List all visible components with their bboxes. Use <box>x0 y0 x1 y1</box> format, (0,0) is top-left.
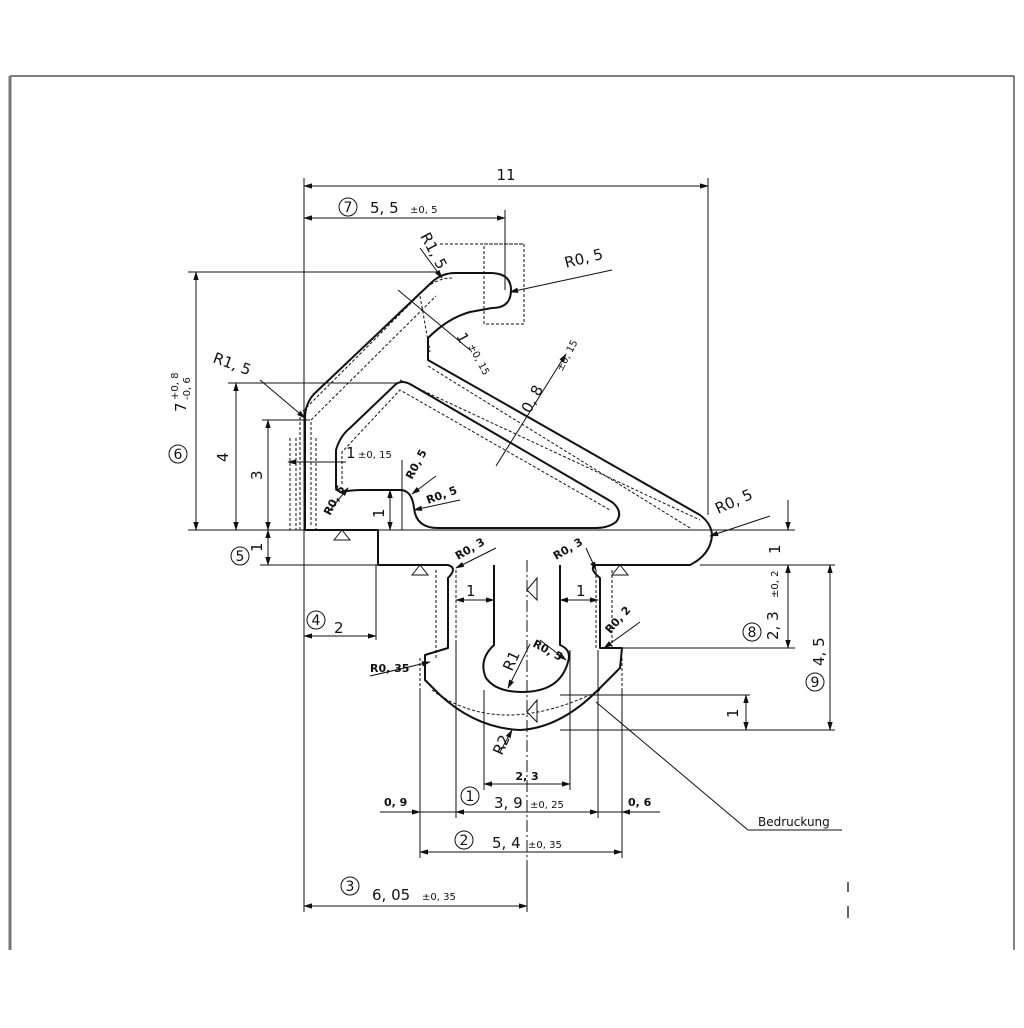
dim-8-value: 2, 3 <box>764 611 782 640</box>
reference-circles <box>168 197 825 896</box>
dim-2-tol: ±0, 35 <box>528 840 562 851</box>
radius-top-right: R0, 5 <box>563 245 605 272</box>
tolerance-dashes <box>289 243 701 716</box>
note-print: Bedruckung <box>758 815 830 829</box>
dim-7-value: 5, 5 <box>370 199 399 217</box>
dim-8-tol: ±0, 2 <box>770 571 781 598</box>
radius-outer-left: R1, 5 <box>211 349 254 379</box>
dim-1-tol: ±0, 25 <box>530 800 564 811</box>
ref-8: 8 <box>748 625 757 641</box>
dim-2-value: 5, 4 <box>492 834 521 852</box>
dim-slot-right-1: 1 <box>576 582 586 600</box>
dim-3-value: 6, 05 <box>372 886 410 904</box>
radius-leg-right: R0, 2 <box>603 604 634 636</box>
dim-right-1: 1 <box>766 544 784 554</box>
ref-5: 5 <box>236 549 245 565</box>
dim-6-tol-upper: +0, 8 <box>170 373 181 400</box>
dim-bulb-1: 1 <box>724 708 742 718</box>
dim-5-value: 1 <box>248 542 266 552</box>
dim-small-1: 1 <box>370 508 388 518</box>
dim-1-value: 3, 9 <box>494 794 523 812</box>
radius-root-right: R0, 3 <box>551 535 585 562</box>
radius-leg-left: R0, 35 <box>370 662 409 675</box>
wall-08-tol: ±0, 15 <box>555 338 581 373</box>
wall-1-inner-tol: ±0, 15 <box>358 450 392 461</box>
radius-inner-c: R0, 5 <box>425 484 459 507</box>
dim-slot-left-1: 1 <box>466 582 476 600</box>
dim-9-value: 4, 5 <box>810 637 828 666</box>
radius-root-left: R0, 3 <box>453 535 487 562</box>
radius-inner-b: R0, 5 <box>403 447 429 481</box>
dim-height-3: 3 <box>248 470 266 480</box>
ref-2: 2 <box>460 833 469 849</box>
wall-1-tol: ±0, 15 <box>465 342 491 377</box>
radius-bulb-bottom: R2 <box>489 732 514 758</box>
dim-4-value: 2 <box>334 619 344 637</box>
dim-23: 2, 3 <box>515 770 538 783</box>
ref-4: 4 <box>312 613 321 629</box>
radius-right-foot: R0, 5 <box>712 485 755 517</box>
wall-1-inner-value: 1 <box>346 444 356 462</box>
dim-06: 0, 6 <box>628 796 652 809</box>
wall-08-value: 0, 8 <box>518 382 547 416</box>
dim-overall-width: 11 <box>496 166 515 184</box>
dim-09: 0, 9 <box>384 796 407 809</box>
dim-7-tol: ±0, 5 <box>410 205 437 216</box>
dim-height-4: 4 <box>214 452 232 462</box>
ref-1: 1 <box>466 789 475 805</box>
ref-7: 7 <box>344 200 353 216</box>
radius-bulb-inner: R1 <box>499 648 524 674</box>
extension-lines <box>188 178 835 912</box>
radius-inner-a: R0, 5 <box>321 483 347 517</box>
ref-9: 9 <box>811 675 820 691</box>
drawing-frame <box>8 75 1015 950</box>
ref-3: 3 <box>346 879 355 895</box>
surface-markers <box>332 529 630 724</box>
dimension-texts: 11 7 5, 5 ±0, 5 R1, 5 R0, 5 R1, 5 1 ±0, … <box>170 166 830 904</box>
dim-6-value: 7 <box>172 402 190 412</box>
dim-3-tol: ±0, 35 <box>422 892 456 903</box>
ref-6: 6 <box>174 447 183 463</box>
dim-6-tol-lower: -0, 6 <box>182 377 193 400</box>
dimension-lines <box>193 183 842 909</box>
